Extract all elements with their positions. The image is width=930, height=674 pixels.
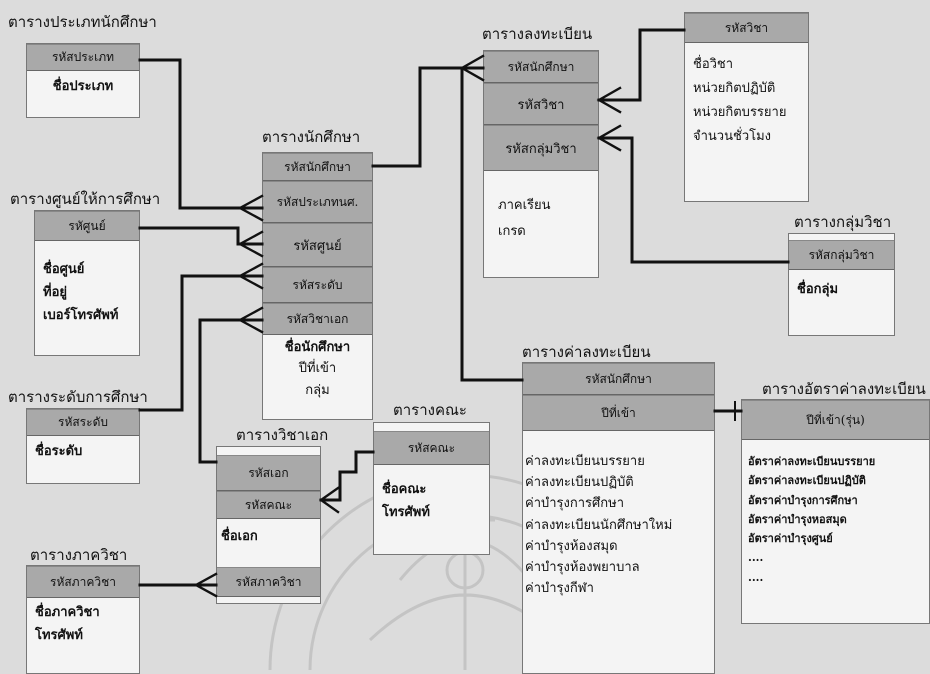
field-course-practice-credits: หน่วยกิตปฏิบัติ [693, 81, 776, 97]
crow-foot-registration-student [459, 54, 485, 82]
field-course-hours: จำนวนชั่วโมง [693, 129, 772, 145]
key-department-id: รหัสภาควิชา [27, 566, 139, 598]
key-course-group-id: รหัสกลุ่มวิชา [789, 240, 894, 270]
fee-rate-table: ปีที่เข้า(รุ่น) อัตราค่าลงทะเบียนบรรยาย … [741, 399, 930, 624]
field-fee-infirmary: ค่าบำรุงห้องพยาบาล [525, 559, 640, 575]
field-rate-more-1: .... [748, 551, 764, 565]
rel-level [138, 274, 264, 412]
key-fee-rate-entry-year: ปีที่เข้า(รุ่น) [742, 400, 929, 440]
fee-table-title: ตารางค่าลงทะเบียน [522, 343, 651, 361]
student-table-title: ตารางนักศึกษา [262, 128, 361, 146]
crow-foot-center [237, 230, 264, 258]
field-student-type-name: ชื่อประเภท [52, 79, 114, 94]
major-table: รหัสเอก รหัสคณะ ชื่อเอก รหัสภาควิชา [216, 446, 321, 604]
faculty-table-title: ตารางคณะ [393, 401, 467, 419]
key-major-department: รหัสภาควิชา [217, 567, 320, 597]
level-table: รหัสระดับ ชื่อระดับ [26, 408, 140, 484]
field-fee-new-student: ค่าลงทะเบียนนักศึกษาใหม่ [525, 517, 673, 533]
rel-student-type [138, 58, 264, 210]
field-rate-education: อัตราค่าบำรุงการศึกษา [748, 493, 858, 507]
student-table: รหัสนักศึกษา รหัสประเภทนศ. รหัสศูนย์ รหั… [262, 152, 373, 420]
crow-foot-department [193, 572, 218, 598]
crow-foot-level [237, 262, 264, 290]
field-rate-lecture: อัตราค่าลงทะเบียนบรรยาย [748, 455, 876, 468]
field-fee-sports: ค่าบำรุงกีฬา [525, 581, 594, 597]
crow-foot-major [237, 306, 264, 334]
crow-foot-course [596, 86, 622, 114]
field-course-name: ชื่อวิชา [693, 57, 734, 72]
key-fee-entry-year: ปีที่เข้า [523, 395, 714, 431]
field-rate-practice: อัตราค่าลงทะเบียนปฏิบัติ [748, 474, 866, 488]
field-rate-more-2: .... [748, 570, 764, 584]
key-student-id: รหัสนักศึกษา [263, 153, 372, 181]
field-center-name: ชื่อศูนย์ [43, 262, 85, 277]
center-table: รหัศูนย์ ชื่อศูนย์ ที่อยู่ เบอร์โทรศัพท์ [34, 210, 140, 356]
key-center-id: รหัศูนย์ [35, 211, 139, 241]
field-student-entry-year: ปีที่เข้า [298, 361, 337, 377]
field-registration-semester: ภาคเรียน [498, 198, 551, 213]
field-rate-center: อัตราค่าบำรุงศูนย์ [748, 532, 833, 545]
center-table-title: ตารางศูนย์ให้การศึกษา [10, 190, 161, 208]
field-student-name: ชื่อนักศึกษา [284, 340, 351, 355]
department-table-title: ตารางภาควิชา [30, 546, 128, 564]
field-rate-library: อัตราค่าบำรุงหอสมุด [748, 512, 847, 526]
field-fee-lecture: ค่าลงทะเบียนบรรยาย [525, 454, 645, 469]
student-type-table-title: ตารางประเภทนักศึกษา [8, 13, 157, 31]
field-course-group-name: ชื่อกลุ่ม [797, 282, 839, 297]
field-course-lecture-credits: หน่วยกิตบรรยาย [693, 105, 787, 121]
student-type-table: รหัสประเภท ชื่อประเภท [26, 43, 140, 118]
field-center-address: ที่อยู่ [43, 284, 67, 300]
field-faculty-name: ชื่อคณะ [382, 482, 427, 497]
field-faculty-phone: โทรศัพท์ [382, 504, 430, 520]
key-major-id: รหัสเอก [217, 455, 320, 491]
major-table-title: ตารางวิชาเอก [236, 426, 329, 444]
field-department-phone: โทรศัพท์ [35, 627, 83, 643]
course-group-table: รหัสกลุ่มวิชา ชื่อกลุ่ม [788, 233, 895, 336]
key-student-type-id: รหัสประเภท [27, 44, 139, 71]
field-level-name: ชื่อระดับ [35, 444, 83, 459]
registration-table-title: ตารางลงทะเบียน [482, 25, 593, 43]
key-course-id: รหัสวิชา [685, 13, 808, 43]
field-major-name: ชื่อเอก [221, 529, 258, 544]
key-registration-course-group: รหัสกลุ่มวิชา [484, 125, 598, 171]
key-faculty-id: รหัสคณะ [374, 431, 489, 465]
field-fee-practice: ค่าลงทะเบียนปฏิบัติ [525, 475, 634, 491]
level-table-title: ตารางระดับการศึกษา [8, 388, 148, 406]
faculty-table: รหัสคณะ ชื่อคณะ โทรศัพท์ [373, 422, 490, 555]
course-group-table-title: ตารางกลุ่มวิชา [794, 213, 892, 231]
crow-foot-student-type [237, 194, 264, 222]
key-student-level: รหัสระดับ [263, 267, 372, 303]
key-level-id: รหัสระดับ [27, 409, 139, 436]
crow-foot-course-group [596, 124, 622, 152]
rel-course [597, 28, 686, 102]
key-major-faculty: รหัสคณะ [217, 491, 320, 519]
field-student-group: กลุ่ม [305, 382, 330, 398]
rel-student-registration [371, 66, 485, 168]
field-center-phone: เบอร์โทรศัพท์ [43, 307, 119, 323]
fee-table: รหัสนักศึกษา ปีที่เข้า ค่าลงทะเบียนบรรยา… [522, 362, 715, 674]
key-student-major: รหัสวิชาเอก [263, 303, 372, 335]
field-department-name: ชื่อภาควิชา [35, 605, 100, 620]
key-student-type: รหัสประเภทนศ. [263, 181, 372, 223]
field-registration-grade: เกรด [498, 224, 526, 239]
key-registration-course: รหัสวิชา [484, 83, 598, 125]
field-fee-library: ค่าบำรุงห้องสมุด [525, 538, 618, 554]
department-table: รหัสภาควิชา ชื่อภาควิชา โทรศัพท์ [26, 565, 140, 674]
fee-rate-table-title: ตารางอัตราค่าลงทะเบียน [762, 380, 926, 398]
key-registration-student: รหัสนักศึกษา [484, 51, 598, 83]
rel-center [138, 226, 264, 246]
field-fee-education: ค่าบำรุงการศึกษา [525, 496, 625, 512]
registration-table: รหัสนักศึกษา รหัสวิชา รหัสกลุ่มวิชา ภาคเ… [483, 50, 599, 278]
key-student-center: รหัสศูนย์ [263, 223, 372, 267]
course-table: รหัสวิชา ชื่อวิชา หน่วยกิตปฏิบัติ หน่วยก… [684, 12, 809, 202]
key-fee-student: รหัสนักศึกษา [523, 363, 714, 395]
